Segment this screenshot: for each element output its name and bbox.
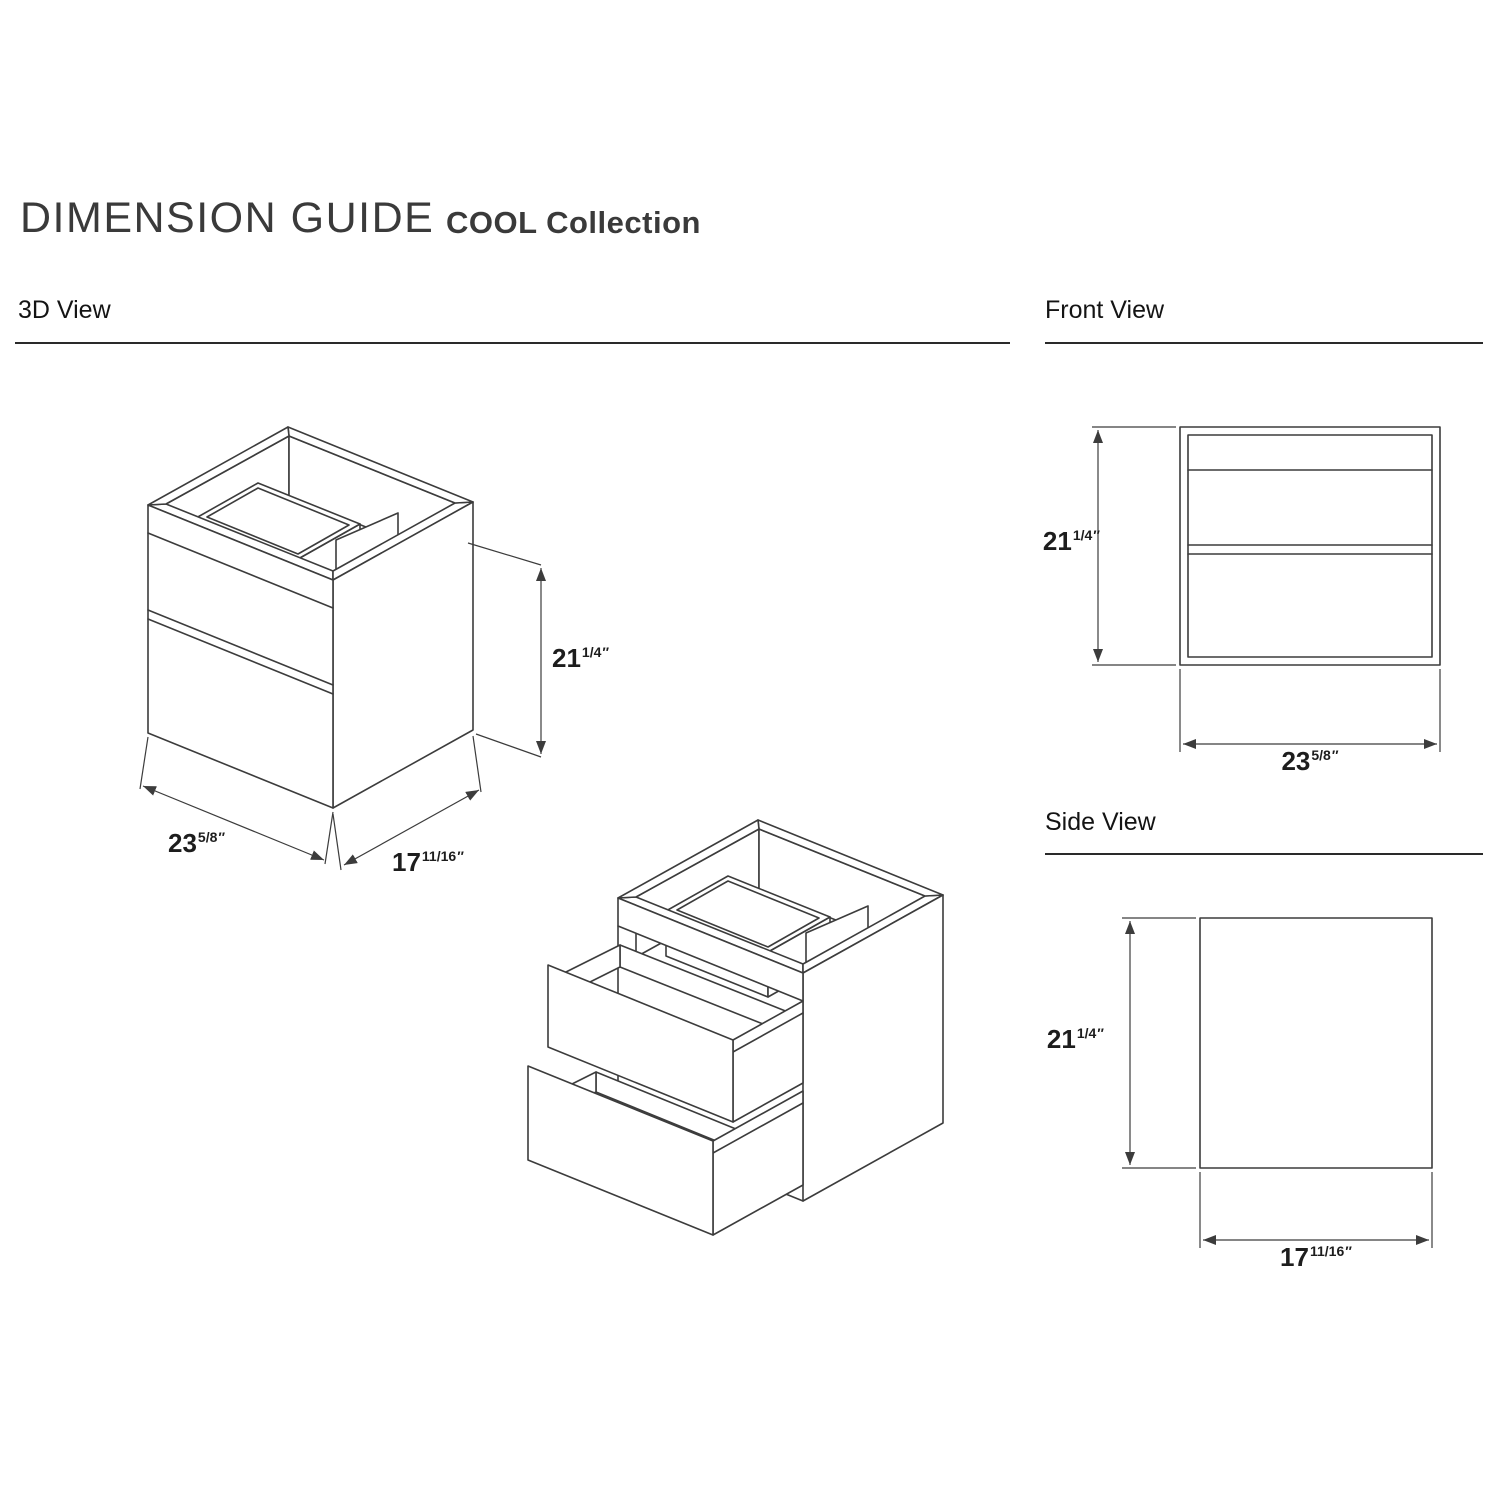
- front-view-drawing: [1179, 426, 1441, 666]
- front-outline: [1179, 426, 1441, 666]
- dimension-value: 23: [1281, 746, 1311, 776]
- cabinet-3d-closed: [147, 426, 474, 809]
- dimension-label-height-side: 211/4″: [1004, 1026, 1104, 1052]
- dimension-label-depth-side: 1711/16″: [1246, 1244, 1386, 1270]
- drawer-gap-line-1: [147, 609, 334, 686]
- side-outline: [1199, 917, 1433, 1169]
- width-dimension-line: [142, 785, 325, 861]
- collection-name: COOL Collection: [446, 205, 701, 240]
- dimension-label-height-front: 211/4″: [1000, 528, 1100, 554]
- inch-mark: ″: [1093, 527, 1100, 543]
- side-view-drawing: [1199, 917, 1433, 1169]
- divider-front-view: [1045, 342, 1483, 344]
- basin-rim-inner: [206, 487, 350, 555]
- dimension-value: 23: [168, 828, 197, 858]
- dimension-fraction: 11/16: [421, 848, 457, 864]
- dimension-value: 17: [1280, 1242, 1309, 1272]
- extension-line: [139, 736, 149, 790]
- page-title: DIMENSION GUIDE: [20, 194, 435, 242]
- drawer-side-top-edge: [712, 1102, 804, 1154]
- basin-rim-inner: [676, 880, 820, 948]
- drawer-gap-line-2: [147, 618, 334, 695]
- section-label-front-view: Front View: [1045, 296, 1165, 324]
- cabinet-3d-open: [527, 819, 944, 1236]
- rim-left: [617, 819, 760, 899]
- divider-side-view: [1045, 853, 1483, 855]
- drawer-front-panel: [527, 1065, 714, 1236]
- extension-line: [324, 811, 334, 865]
- dimension-value: 21: [1046, 1024, 1076, 1054]
- dimension-lines-side: [1122, 917, 1433, 1248]
- dimension-fraction: 1/4: [1072, 527, 1093, 543]
- dimension-value: 21: [1042, 526, 1072, 556]
- extension-line: [472, 735, 482, 793]
- dimension-fraction: 11/16: [1309, 1243, 1345, 1259]
- dimension-lines-3d: [139, 542, 546, 871]
- extension-line: [332, 813, 342, 871]
- inch-mark: ″: [1345, 1243, 1352, 1259]
- dimension-label-height-3d: 211/4″: [552, 645, 609, 671]
- dimension-fraction: 1/4: [581, 644, 602, 660]
- inch-mark: ″: [602, 644, 610, 660]
- drawer-bottom-open: [527, 1065, 804, 1236]
- inch-mark: ″: [457, 848, 464, 864]
- dimension-fraction: 5/8: [1311, 747, 1331, 763]
- dimension-label-depth-3d: 1711/16″: [392, 849, 464, 875]
- dimension-lines-front: [1092, 426, 1441, 752]
- inch-mark: ″: [1331, 747, 1339, 763]
- inch-mark: ″: [218, 829, 226, 845]
- extension-line: [467, 542, 542, 566]
- dimension-label-width-3d: 235/8″: [168, 830, 225, 856]
- dimension-label-width-front: 235/8″: [1240, 748, 1380, 774]
- divider-3d-view: [15, 342, 1010, 344]
- extension-line: [475, 733, 542, 758]
- depth-dimension-line: [343, 789, 480, 866]
- dimension-fraction: 5/8: [197, 829, 218, 845]
- drawer-front-panel: [547, 964, 734, 1123]
- dimension-value: 21: [552, 643, 581, 673]
- drawer-top-open: [547, 944, 804, 1123]
- inch-mark: ″: [1097, 1025, 1104, 1041]
- drawer-side-top-edge: [732, 1012, 804, 1053]
- section-label-3d-view: 3D View: [18, 296, 111, 324]
- top-rail-line: [147, 532, 334, 609]
- rim-left: [147, 426, 290, 506]
- dimension-value: 17: [392, 847, 421, 877]
- section-label-side-view: Side View: [1045, 808, 1156, 836]
- front-inner-frame: [1187, 434, 1433, 658]
- dimension-fraction: 1/4: [1076, 1025, 1097, 1041]
